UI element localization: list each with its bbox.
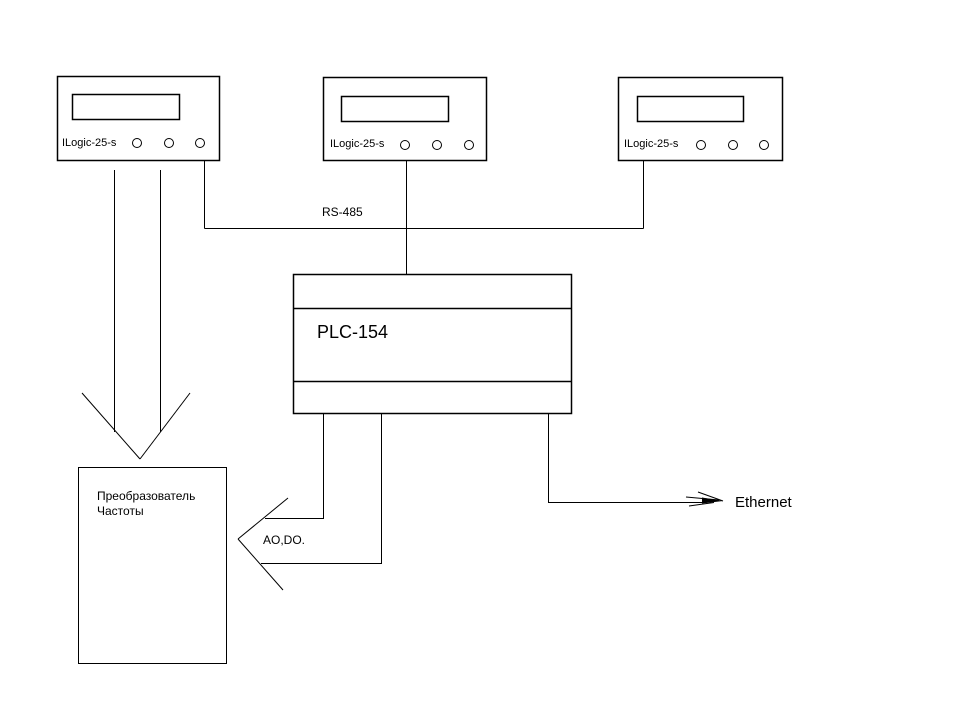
aodo-line-2 <box>261 414 382 564</box>
device1-display <box>71 93 181 121</box>
plc-to-aodo-arrow <box>237 414 382 591</box>
device3-button-1-icon <box>696 140 706 150</box>
aodo-arrowhead-upper-icon <box>237 497 289 540</box>
ethernet-arrowhead-icon <box>685 491 724 507</box>
rs485-bus <box>204 160 644 274</box>
device2-display <box>340 95 450 123</box>
ilogic-device-3: ILogic-25-s <box>617 76 784 162</box>
frequency-converter: Преобразователь Частоты <box>78 467 227 664</box>
device1-button-2-icon <box>164 138 174 148</box>
ilogic-device-2: ILogic-25-s <box>322 76 488 162</box>
plc-body <box>292 273 573 415</box>
device3-button-2-icon <box>728 140 738 150</box>
device2-button-2-icon <box>432 140 442 150</box>
converter-label-line2: Частоты <box>97 504 144 518</box>
aodo-label: AO,DO. <box>263 533 305 547</box>
converter-label-line1: Преобразователь <box>97 489 195 503</box>
ethernet-label: Ethernet <box>735 494 793 511</box>
device3-display <box>636 95 745 123</box>
plc-154: PLC-154 <box>292 273 573 415</box>
converter-arrowhead-left-icon <box>81 392 141 460</box>
device1-button-1-icon <box>132 138 142 148</box>
device2-label: ILogic-25-s <box>330 138 385 150</box>
converter-arrowhead-right-icon <box>139 392 191 460</box>
aodo-arrowhead-lower-icon <box>237 538 284 591</box>
ilogic-device-1: ILogic-25-s <box>56 75 221 162</box>
device2-button-1-icon <box>400 140 410 150</box>
device3-label: ILogic-25-s <box>624 138 679 150</box>
device1-label: ILogic-25-s <box>62 137 117 149</box>
plc-to-ethernet-arrow: Ethernet <box>548 414 793 511</box>
device3-button-3-icon <box>759 140 769 150</box>
aodo-line-1 <box>265 414 324 519</box>
converter-body <box>78 467 227 664</box>
plc-label: PLC-154 <box>317 322 388 342</box>
device1-button-3-icon <box>195 138 205 148</box>
device2-button-3-icon <box>464 140 474 150</box>
rs485-label: RS-485 <box>322 205 363 219</box>
device1-to-converter-arrow <box>81 170 191 460</box>
ethernet-line <box>548 414 706 503</box>
